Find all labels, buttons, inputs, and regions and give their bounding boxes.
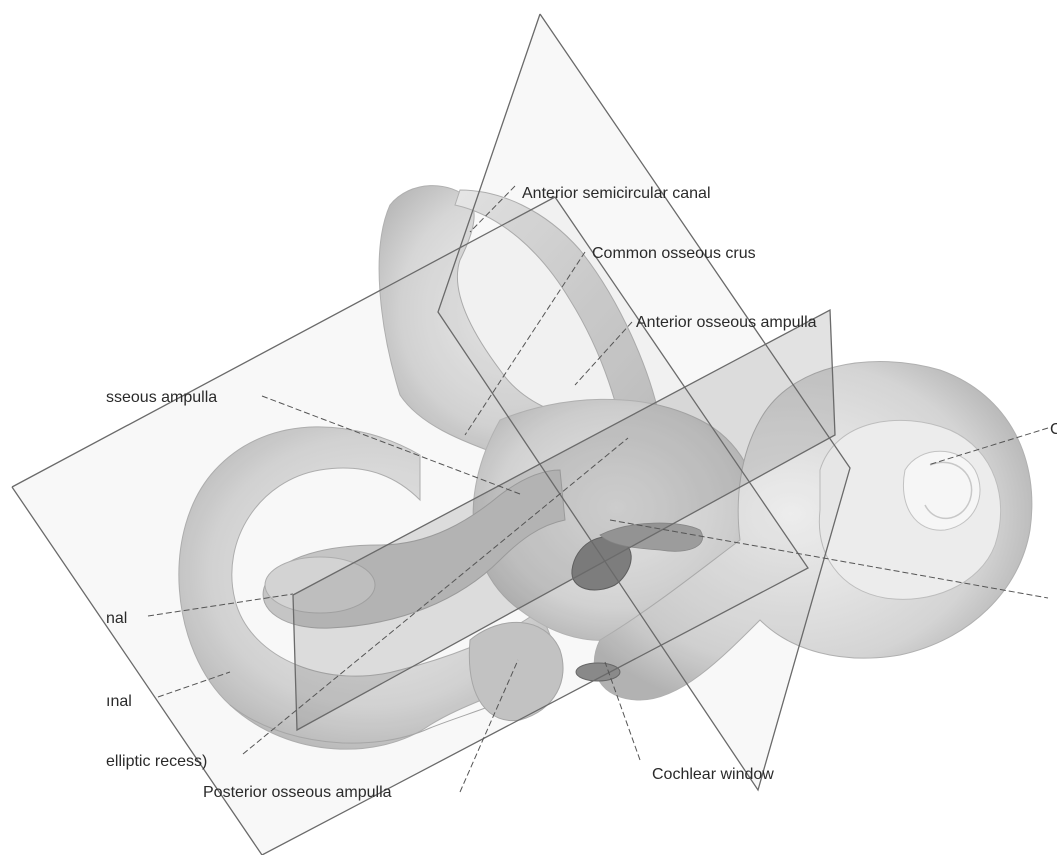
label-posterior-ampulla: Posterior osseous ampulla (203, 784, 392, 801)
label-posterior-canal: ınal (106, 693, 132, 710)
label-elliptic-recess: elliptic recess) (106, 753, 207, 770)
label-anterior-canal: Anterior semicircular canal (522, 185, 711, 202)
label-lateral-ampulla: sseous ampulla (106, 389, 217, 406)
label-lateral-canal: nal (106, 610, 127, 627)
label-anterior-ampulla: Anterior osseous ampulla (636, 314, 817, 331)
label-cochlear-window: Cochlear window (652, 766, 774, 783)
canal-planes (12, 14, 850, 855)
label-common-crus: Common osseous crus (592, 245, 756, 262)
label-cochlea: C (1050, 421, 1057, 438)
